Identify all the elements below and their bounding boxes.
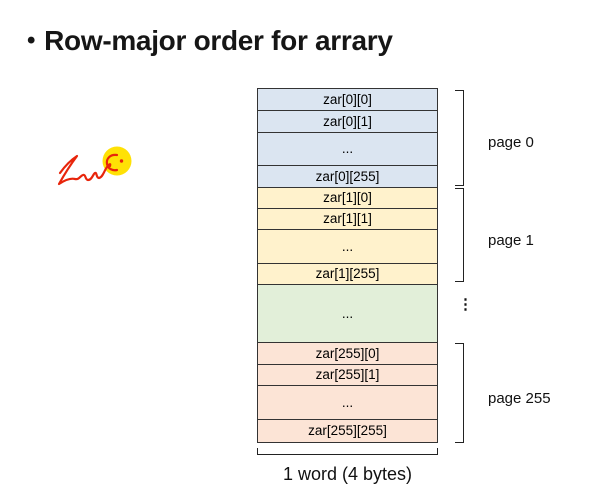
- page0-label: page 0: [488, 134, 534, 151]
- handwritten-annotation: [57, 146, 132, 186]
- memory-cell-page-0: zar[0][1]: [258, 111, 437, 133]
- memory-cell-page-255: ...: [258, 386, 437, 420]
- memory-cell-page-1: zar[1][255]: [258, 264, 437, 285]
- memory-cell-page-255: zar[255][1]: [258, 365, 437, 386]
- memory-cell-page-0: zar[0][0]: [258, 89, 437, 111]
- slide-title-row: • Row-major order for arrary: [27, 24, 393, 58]
- memory-cell-page-0: ...: [258, 133, 437, 166]
- handwriting-zar-stroke: [57, 154, 112, 186]
- memory-cell-page-1: zar[1][0]: [258, 188, 437, 209]
- memory-cell-page-0: zar[0][255]: [258, 166, 437, 188]
- page1-bracket: [455, 188, 464, 282]
- page255-bracket: [455, 343, 464, 443]
- memory-cell-page-1: zar[1][1]: [258, 209, 437, 230]
- page0-bracket: [455, 90, 464, 186]
- memory-cell-middle-gap: ...: [258, 285, 437, 343]
- page255-label: page 255: [488, 390, 551, 407]
- word-width-label: 1 word (4 bytes): [282, 464, 413, 484]
- word-width-bracket: [257, 448, 438, 455]
- page-title: Row-major order for arrary: [44, 25, 393, 56]
- memory-cell-page-255: zar[255][0]: [258, 343, 437, 365]
- vertical-ellipsis: ⋮: [458, 296, 473, 313]
- page1-label: page 1: [488, 232, 534, 249]
- bullet-icon: •: [27, 27, 36, 54]
- handwriting-c-stroke: [105, 153, 119, 172]
- memory-table: zar[0][0]zar[0][1]...zar[0][255]zar[1][0…: [257, 88, 438, 443]
- handwriting-dot: [119, 159, 124, 163]
- memory-cell-page-255: zar[255][255]: [258, 420, 437, 442]
- memory-cell-page-1: ...: [258, 230, 437, 264]
